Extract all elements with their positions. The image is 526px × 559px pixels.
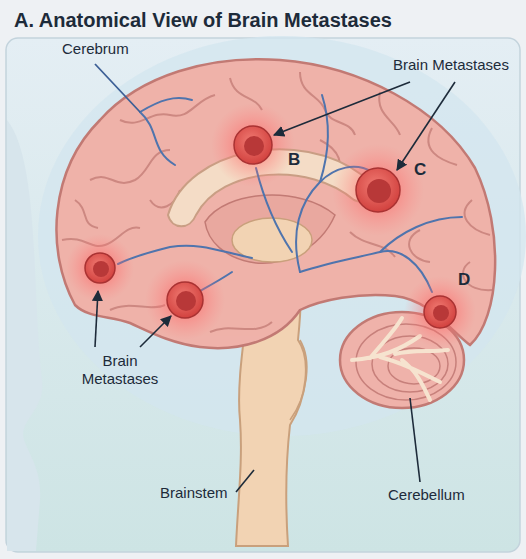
lesion-core — [244, 136, 264, 156]
callout-arrow — [140, 316, 171, 347]
leader-line — [410, 398, 420, 482]
callout-arrows — [95, 82, 455, 492]
lesion-core — [367, 179, 391, 203]
callout-arrow — [274, 82, 410, 135]
callout-label: Brain Metastases — [393, 56, 509, 74]
part-label: Cerebellum — [388, 486, 465, 504]
gyrus-line — [75, 200, 98, 228]
vessel-line — [140, 112, 175, 165]
leader-line — [236, 470, 254, 492]
callout-letter: D — [458, 270, 470, 290]
metastasis-lesion — [145, 260, 225, 340]
lesion-nodule — [356, 168, 400, 212]
lesion-nodule — [234, 126, 272, 164]
head-silhouette — [7, 120, 42, 551]
lesion-core — [176, 291, 196, 311]
pons-line — [290, 340, 307, 420]
vessel-line — [320, 95, 328, 182]
gyrus-line — [428, 128, 457, 165]
callout-letter: C — [414, 160, 426, 180]
lesion-glow — [332, 144, 424, 236]
metastasis-lesion — [66, 234, 134, 302]
gyrus-line — [120, 95, 215, 123]
lesion-nodule — [85, 253, 115, 283]
lesion-core — [433, 305, 449, 321]
lesion-nodule — [167, 282, 203, 318]
gyrus-line — [210, 322, 272, 332]
part-label: Brainstem — [160, 484, 228, 502]
gyrus-line — [379, 92, 400, 135]
cerebrum-shape — [56, 59, 495, 348]
callout-arrow — [95, 291, 98, 347]
ventricle-region — [205, 195, 335, 263]
metastasis-lesion — [211, 103, 295, 187]
gyrus-line — [465, 200, 490, 235]
metastasis-lesion — [332, 144, 424, 236]
lesion-nodule — [424, 296, 456, 328]
lesion-core — [93, 261, 109, 277]
callout-label: Brain Metastases — [72, 352, 168, 388]
gyrus-line — [90, 150, 170, 183]
figure-title: A. Anatomical View of Brain Metastases — [14, 9, 392, 32]
callout-arrow — [397, 82, 455, 170]
blood-vessels — [118, 95, 462, 292]
vessel-line — [140, 98, 192, 112]
leader-line — [95, 64, 140, 112]
lesion-glow — [145, 260, 225, 340]
lesion-glow — [211, 103, 295, 187]
part-label: Cerebrum — [62, 40, 129, 58]
vessel-line — [300, 251, 432, 292]
gyrus-line — [409, 230, 430, 262]
lesion-glow — [66, 234, 134, 302]
callout-letter: B — [288, 150, 300, 170]
